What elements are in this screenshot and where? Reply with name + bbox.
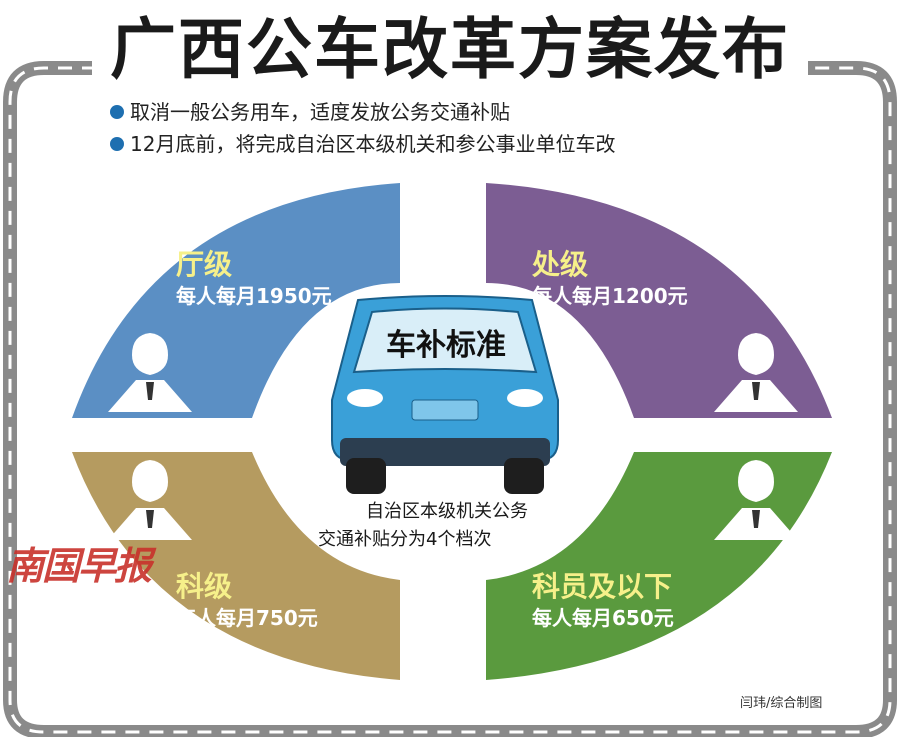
person-icon (108, 460, 192, 540)
center-note-line: 交通补贴分为4个档次 (318, 529, 492, 550)
quadrant-label-chuji: 处级 每人每月1200元 (532, 248, 688, 310)
person-icon (714, 460, 798, 540)
quadrant-label-keyuan: 科员及以下 每人每月650元 (532, 570, 674, 632)
credit-text: 闫玮/综合制图 (740, 696, 823, 711)
person-icon (108, 333, 192, 412)
level-name: 科员及以下 (532, 570, 673, 603)
page-title: 广西公车改革方案发布 (0, 8, 900, 92)
bullet-item: 取消一般公务用车，适度发放公务交通补贴 (110, 96, 615, 128)
bullet-dot-icon (110, 137, 124, 151)
bullet-list: 取消一般公务用车，适度发放公务交通补贴 12月底前，将完成自治区本级机关和参公事… (110, 96, 615, 160)
bullet-item: 12月底前，将完成自治区本级机关和参公事业单位车改 (110, 128, 615, 160)
center-note-line: 自治区本级机关公务 (366, 501, 528, 522)
level-name: 科级 (176, 570, 233, 603)
level-amount: 每人每月650元 (532, 606, 674, 630)
level-amount: 每人每月1950元 (176, 284, 332, 308)
level-amount: 每人每月750元 (176, 606, 318, 630)
level-amount: 每人每月1200元 (532, 284, 688, 308)
center-note: 自治区本级机关公务 交通补贴分为4个档次 (318, 498, 618, 554)
watermark-stamp: 南国早报 (6, 543, 152, 588)
track-dashes (8, 66, 892, 734)
car-label: 车补标准 (386, 328, 506, 363)
level-name: 处级 (532, 248, 589, 281)
bullet-text: 取消一般公务用车，适度发放公务交通补贴 (130, 100, 510, 124)
person-icon (714, 333, 798, 412)
bullet-dot-icon (110, 105, 124, 119)
quadrant-label-keji: 科级 每人每月750元 (176, 570, 318, 632)
quadrant-label-tingji: 厅级 每人每月1950元 (176, 248, 332, 310)
car-icon (331, 295, 559, 494)
level-name: 厅级 (176, 248, 233, 281)
bullet-text: 12月底前，将完成自治区本级机关和参公事业单位车改 (130, 132, 616, 156)
